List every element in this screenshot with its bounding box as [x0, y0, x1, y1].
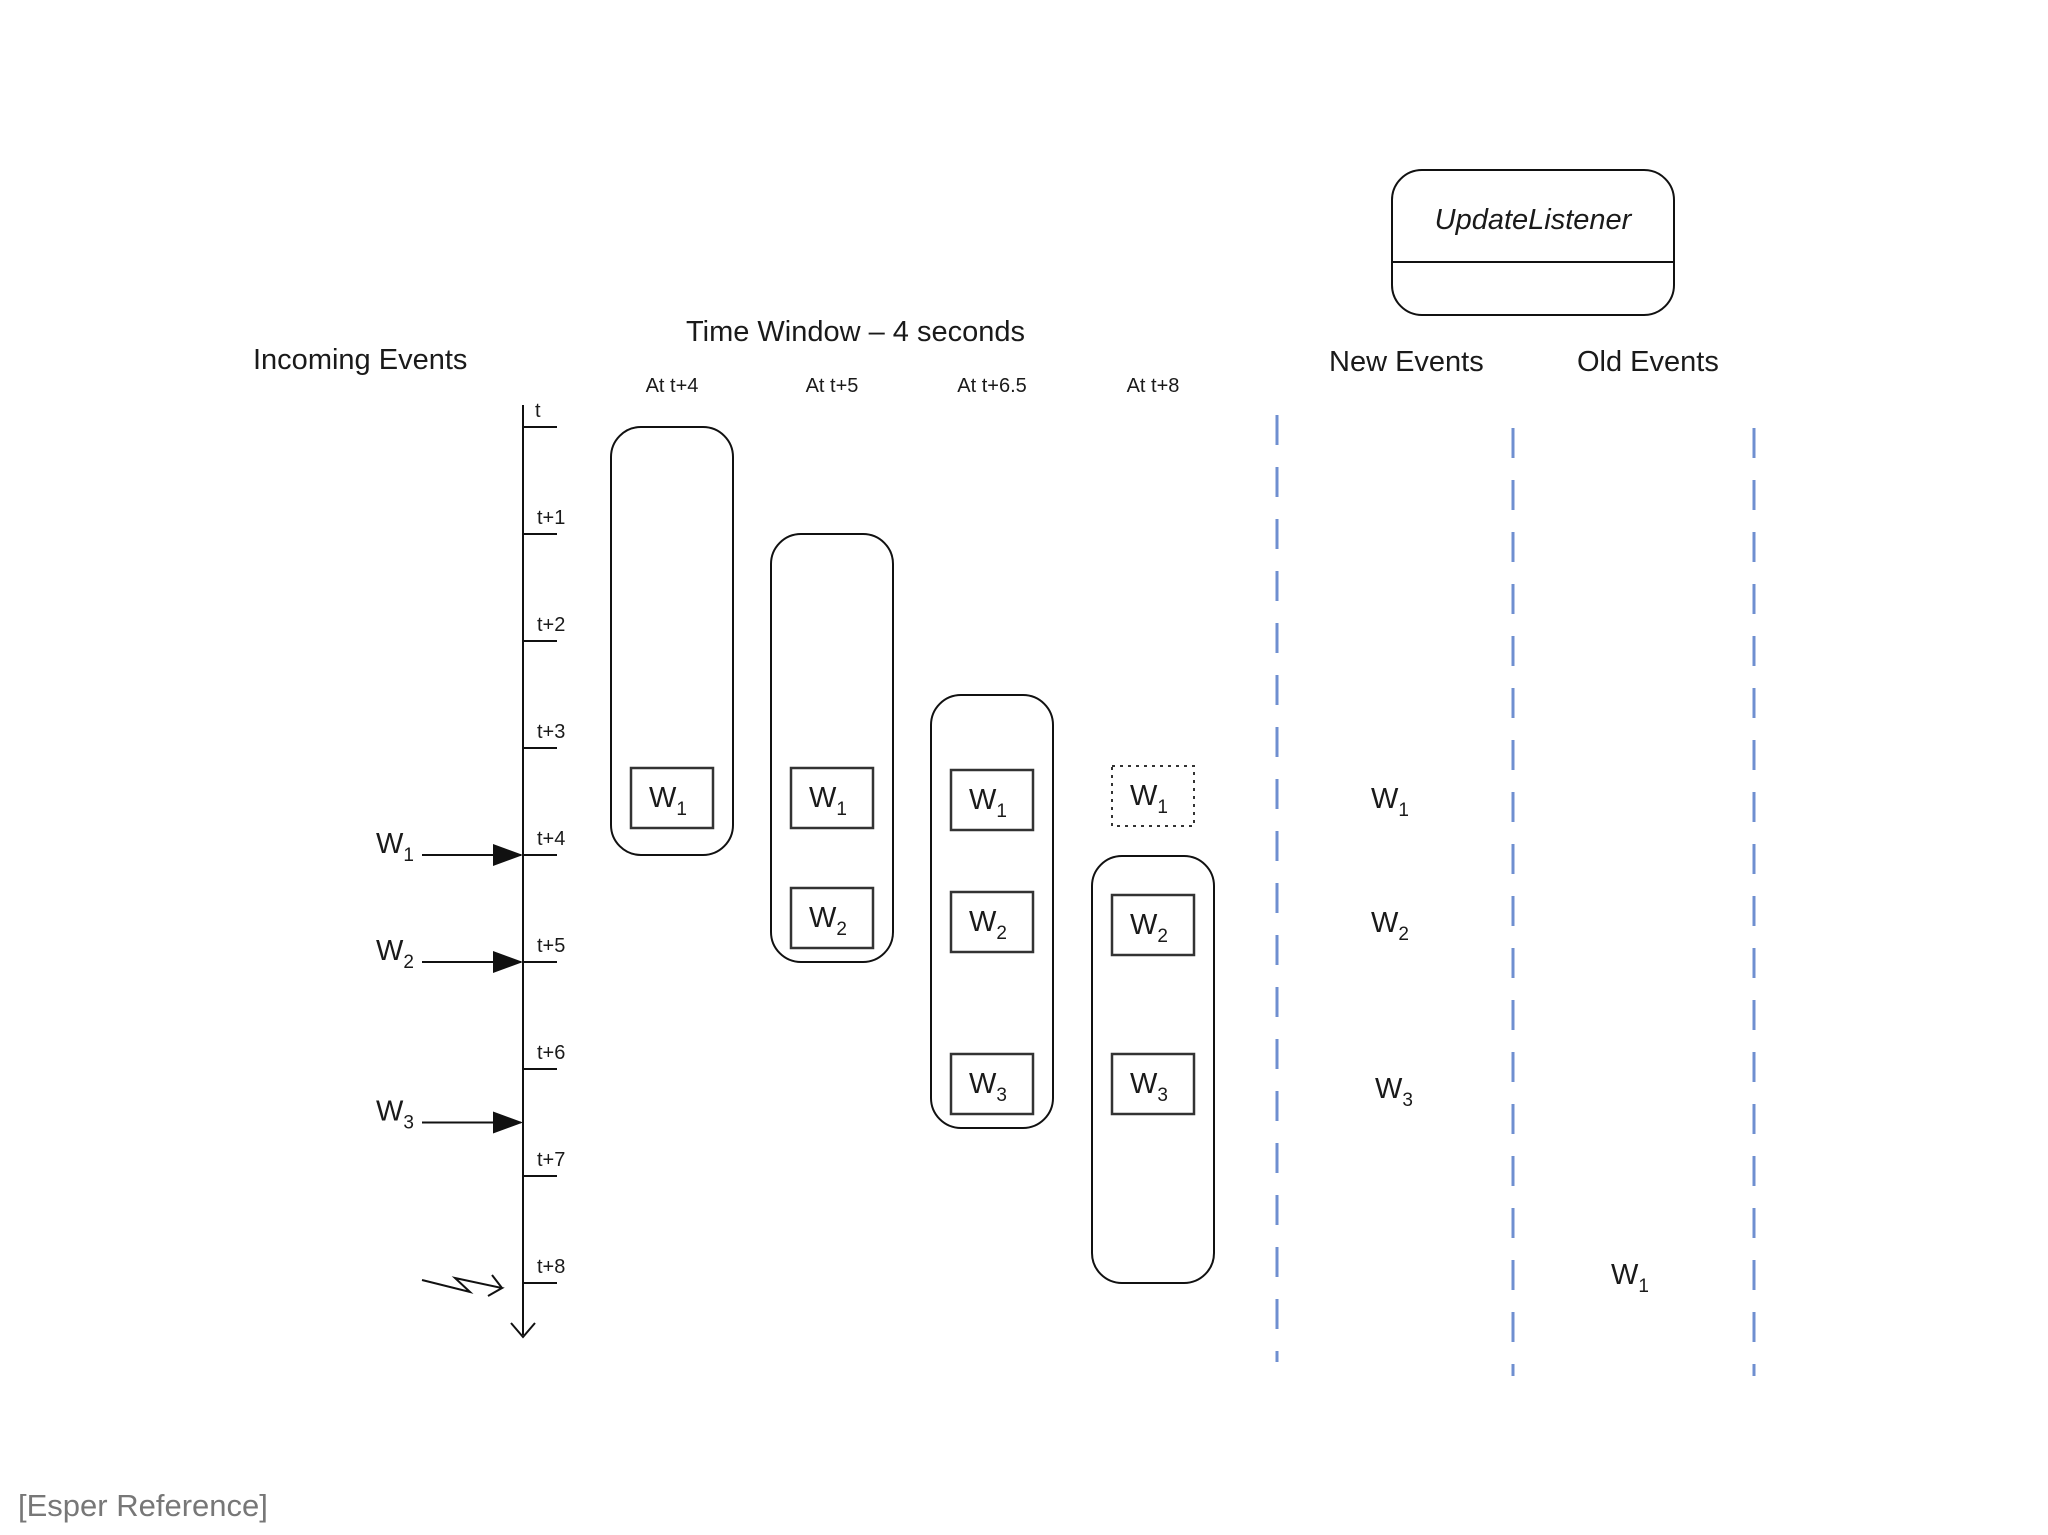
window-event: W1 — [789, 766, 875, 830]
tick-label: t+6 — [537, 1042, 565, 1064]
update-listener-label: UpdateListener — [1435, 204, 1633, 236]
event-label: W2 — [1130, 909, 1168, 947]
timeline: t t+1 t+2 t+3 t+4 t+5 t+6 t+7 t+8 — [421, 400, 565, 1339]
incoming-event-label: W1 — [376, 828, 414, 866]
snapshot-label: At t+5 — [806, 375, 859, 397]
window-event: W2 — [949, 890, 1035, 954]
incoming-event-label: W3 — [376, 1096, 414, 1134]
new-event: W2 — [1371, 907, 1409, 945]
event-label: W1 — [809, 782, 847, 820]
snapshot-label: At t+8 — [1127, 375, 1180, 397]
lightning-icon — [421, 1274, 505, 1297]
window-event: W1 — [629, 766, 715, 830]
event-box — [1110, 1052, 1196, 1116]
tick-label: t+7 — [537, 1149, 565, 1171]
tick-label: t+5 — [537, 935, 565, 957]
incoming-events-label: Incoming Events — [253, 344, 467, 376]
incoming-event-arrow: W2 — [376, 935, 523, 973]
new-events-label: New Events — [1329, 346, 1484, 378]
incoming-event-arrow: W3 — [376, 1096, 523, 1134]
update-listener-box: UpdateListener — [1391, 169, 1675, 316]
incoming-event-label: W2 — [376, 935, 414, 973]
caption: [Esper Reference] — [18, 1488, 268, 1523]
event-box — [1110, 893, 1196, 957]
event-label: W1 — [969, 784, 1007, 822]
new-event: W1 — [1371, 783, 1409, 821]
window-event: W2 — [789, 886, 875, 950]
event-box — [949, 768, 1035, 832]
window-box — [770, 533, 894, 963]
tick-label: t+1 — [537, 507, 565, 529]
event-box — [789, 886, 875, 950]
event-box — [789, 766, 875, 830]
event-label: W2 — [969, 906, 1007, 944]
incoming-event-arrow: W1 — [376, 828, 523, 866]
window-event: W3 — [1110, 1052, 1196, 1116]
tick-label: t+4 — [537, 828, 565, 850]
timeline-arrowhead — [510, 1322, 536, 1339]
event-label: W3 — [1130, 1068, 1168, 1106]
event-box — [949, 890, 1035, 954]
tick-label: t+8 — [537, 1256, 565, 1278]
snapshot-label: At t+4 — [646, 375, 699, 397]
window-box — [1091, 855, 1215, 1284]
event-box — [629, 766, 715, 830]
window-event: W1 — [949, 768, 1035, 832]
time-window-label: Time Window – 4 seconds — [686, 316, 1025, 348]
new-event: W3 — [1375, 1073, 1413, 1111]
old-event: W1 — [1611, 1259, 1649, 1297]
window-snapshot: At t+4W1 — [610, 375, 734, 856]
snapshot-label: At t+6.5 — [957, 375, 1027, 397]
old-events-label: Old Events — [1577, 346, 1719, 378]
event-box — [949, 1052, 1035, 1116]
event-label: W1 — [1130, 780, 1168, 818]
event-label: W2 — [809, 902, 847, 940]
event-label: W3 — [969, 1068, 1007, 1106]
tick-label: t — [535, 400, 541, 422]
expired-event-box — [1111, 765, 1195, 827]
window-box — [930, 694, 1054, 1129]
window-box — [610, 426, 734, 856]
window-event: W3 — [949, 1052, 1035, 1116]
event-label: W1 — [649, 782, 687, 820]
window-event: W1 — [1111, 765, 1195, 827]
tick-label: t+3 — [537, 721, 565, 743]
window-event: W2 — [1110, 893, 1196, 957]
tick-label: t+2 — [537, 614, 565, 636]
